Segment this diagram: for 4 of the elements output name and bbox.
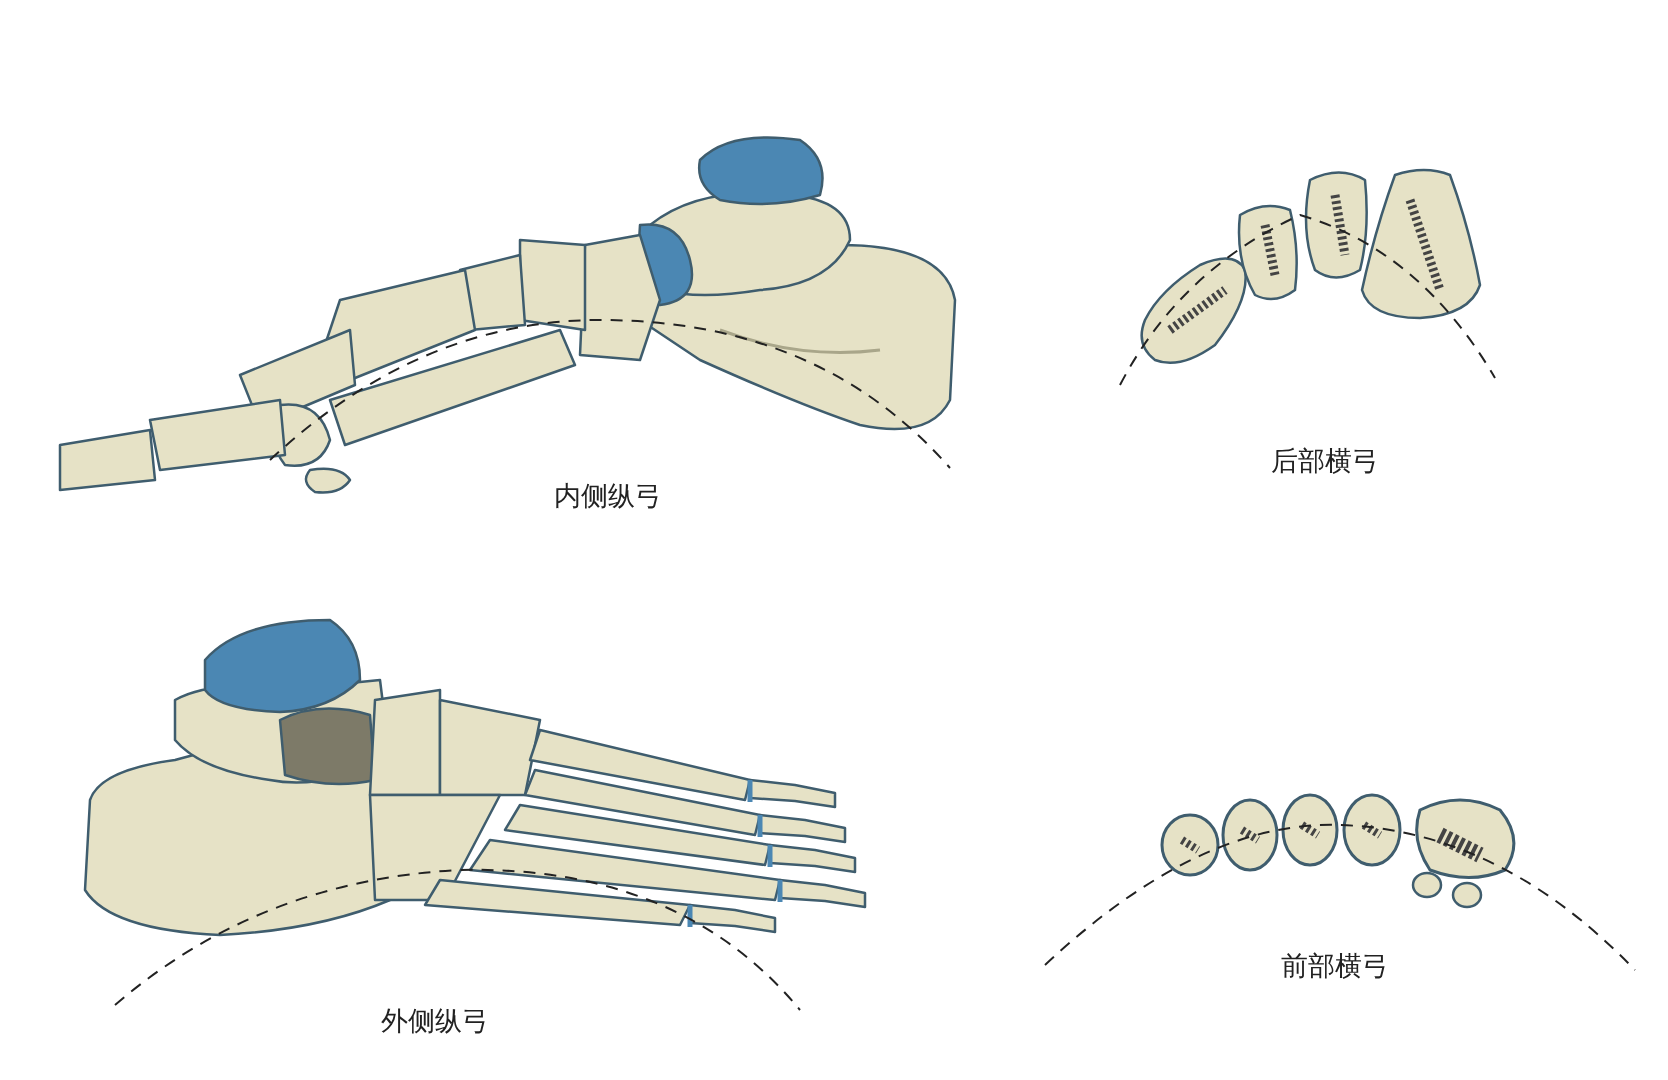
arch-label: 前部横弓 (1281, 949, 1389, 983)
arch-label: 后部横弓 (1271, 444, 1379, 478)
arch-label: 内侧纵弓 (554, 479, 662, 513)
arch-label: 外侧纵弓 (381, 1004, 489, 1038)
